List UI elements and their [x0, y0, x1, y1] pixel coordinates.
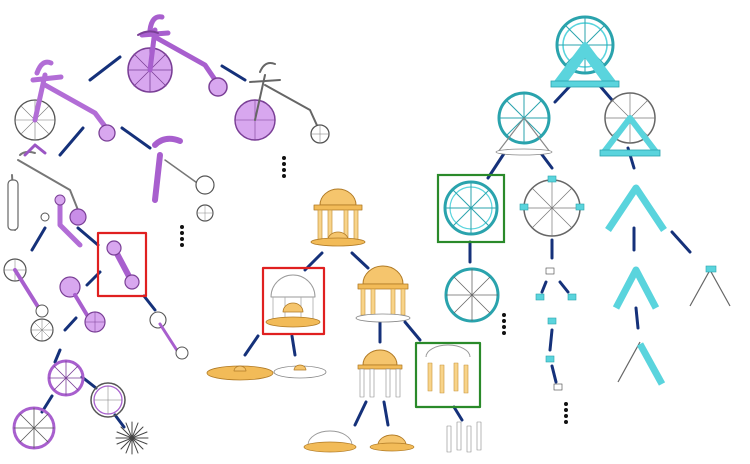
ellipsis-dot	[502, 325, 506, 329]
bicycle-root	[127, 14, 228, 97]
edge	[452, 405, 464, 422]
ellipsis-dot	[564, 414, 568, 418]
edge	[382, 400, 390, 427]
edge	[540, 280, 548, 294]
edge	[558, 280, 570, 294]
ferris-grey-wheel	[519, 175, 585, 237]
ferris-stand-outline	[689, 265, 731, 307]
edge	[243, 334, 260, 357]
gazebo-gold-dome	[369, 434, 415, 452]
ferris-child-right	[599, 92, 661, 157]
edge	[634, 306, 640, 330]
green-highlight-box	[436, 173, 506, 244]
edge	[670, 230, 692, 254]
red-highlight-box	[261, 266, 326, 336]
ellipsis-dot	[282, 156, 286, 160]
bicycle-wheel-pair	[59, 276, 106, 333]
edge	[142, 294, 157, 312]
bicycle-child-left	[14, 59, 116, 142]
ellipsis-dot	[502, 319, 506, 323]
ellipsis-dot	[502, 313, 506, 317]
edge	[290, 334, 297, 357]
gazebo-child-right	[355, 265, 411, 323]
ferris-wheel-tree	[436, 15, 731, 391]
bicycle-tree	[3, 14, 330, 455]
ellipsis-dot	[282, 168, 286, 172]
gazebo-highlight-part	[265, 274, 321, 328]
edge	[553, 84, 572, 104]
edge	[598, 84, 614, 102]
ferris-stand-lower	[612, 266, 660, 310]
gazebo-base-plate	[206, 365, 274, 381]
edge	[403, 320, 422, 342]
ferris-root	[550, 15, 620, 88]
ellipsis-dot	[502, 331, 506, 335]
edge	[113, 413, 126, 429]
ferris-highlight-wheel	[443, 180, 499, 236]
edge	[88, 55, 122, 82]
gazebo-green-part	[425, 344, 471, 394]
ellipsis-dot	[282, 162, 286, 166]
edge	[76, 226, 100, 247]
bicycle-purple-wheel	[47, 359, 85, 397]
ellipsis-dot	[180, 237, 184, 241]
ellipsis-dot	[564, 420, 568, 424]
edge	[120, 126, 152, 150]
ferris-stand-half	[617, 341, 666, 386]
edge	[63, 316, 78, 332]
edge	[353, 400, 368, 427]
edge	[486, 150, 507, 180]
bicycle-frame-part	[7, 143, 87, 231]
edge	[548, 328, 554, 352]
ferris-stand	[605, 184, 667, 232]
edge	[30, 226, 47, 252]
bicycle-rim	[12, 406, 56, 450]
edge	[550, 364, 558, 384]
ferris-wheel-rim	[444, 267, 500, 323]
ellipsis-dot	[180, 225, 184, 229]
ellipsis-dot	[564, 402, 568, 406]
gazebo-tree	[206, 188, 482, 453]
bicycle-spokes	[115, 421, 149, 455]
edge	[350, 251, 370, 270]
ellipsis-dot	[564, 408, 568, 412]
gazebo-glass-plate	[273, 364, 327, 379]
bicycle-wheel-fork	[3, 258, 49, 318]
ellipsis-dot	[282, 174, 286, 178]
ellipsis-dot	[180, 243, 184, 247]
bicycle-highlight-part	[106, 240, 140, 290]
bicycle-fork-piece	[149, 311, 189, 360]
edge	[58, 126, 85, 157]
ellipsis-dots	[502, 313, 506, 335]
ellipsis-marks	[180, 156, 568, 424]
green-highlight-box	[414, 341, 482, 409]
bicycle-frame-piece	[40, 194, 83, 248]
ferris-child-left	[495, 91, 553, 156]
bicycle-fork-part	[152, 135, 215, 222]
gazebo-root	[310, 188, 366, 247]
red-highlight-box	[96, 231, 148, 298]
bicycle-grey-wheel	[90, 382, 126, 418]
bicycle-child-right	[234, 62, 330, 144]
ellipsis-dot	[180, 231, 184, 235]
ellipsis-dots	[282, 156, 286, 178]
bicycle-small-wheel	[30, 318, 54, 342]
edge	[53, 348, 62, 364]
ferris-seats	[535, 267, 577, 391]
gazebo-dome-columns	[357, 349, 403, 398]
gazebo-small-dome	[303, 430, 357, 453]
ellipsis-dots	[180, 225, 184, 247]
edge	[220, 64, 247, 82]
gazebo-loose-columns	[446, 421, 482, 453]
ellipsis-dots	[564, 402, 568, 424]
